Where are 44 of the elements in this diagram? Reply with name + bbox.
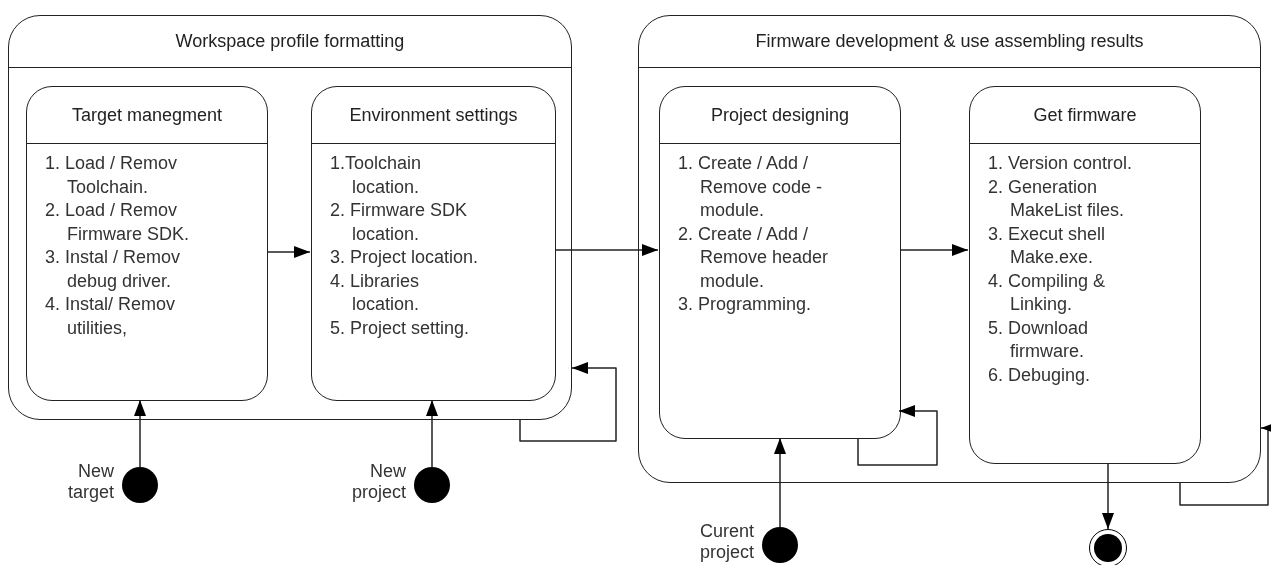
state-label: New project [350,461,406,503]
list-item: 1.Toolchain location. [330,152,423,199]
state-title: Environment settings [349,104,518,126]
state-label: Curent project [698,521,754,563]
list-item: 2. Load / Remov Firmware SDK. [45,199,190,246]
list-item: 5. Download firmware. [988,316,1090,363]
transition-arrow [899,244,969,256]
transition-arrow [519,362,617,442]
transition-arrow [1102,462,1114,530]
state-box [311,86,556,401]
transition-arrow [426,399,438,468]
composite-state [638,15,1261,483]
transition-arrow [554,244,659,256]
state-box [659,86,901,439]
list-item: 3. Project location. [330,246,480,269]
list-item: 6. Debuging. [988,363,1092,387]
state-title: Project designing [710,104,850,126]
list-item: 4. Libraries location. [330,269,421,316]
list-item: 4. Compiling & Linking. [988,269,1107,316]
list-item: 3. Execut shell Make.exe. [988,222,1107,269]
final-state [1089,529,1127,565]
transition-arrow [857,405,938,466]
list-item: 2. Firmware SDK location. [330,199,469,246]
list-item: 5. Project setting. [330,316,471,340]
state-title: Target manegment [71,104,223,126]
list-item: 3. Instal / Remov debug driver. [45,246,182,293]
composite-state [8,15,572,420]
list-item: 2. Generation MakeList files. [988,175,1126,222]
state-label: New target [66,461,114,503]
state-box [969,86,1201,464]
state-title: Get firmware [1033,104,1137,126]
transition-arrow [266,246,311,258]
list-item: 1. Version control. [988,152,1134,175]
state-title: Firmware development & use assembling results [755,31,1144,52]
list-item: 1. Load / Remov Toolchain. [45,152,179,199]
list-item: 4. Instal/ Remov utilities, [45,293,177,340]
transition-arrow [774,437,786,528]
list-item: 1. Create / Add / Remove code - module. [678,152,824,222]
list-item: 3. Programming. [678,293,813,316]
state-box [26,86,268,401]
transition-arrow [134,399,146,468]
list-item: 2. Create / Add / Remove header module. [678,222,830,293]
transition-arrow [1179,422,1271,506]
state-title: Workspace profile formatting [175,31,405,52]
